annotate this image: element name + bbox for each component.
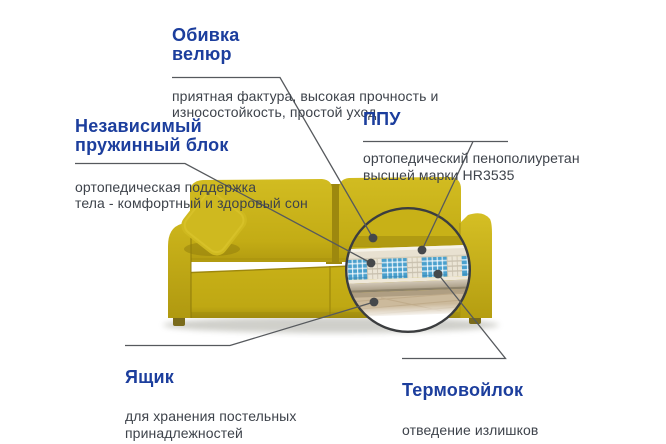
callout-felt: Термовойлок отведение излишков тепла и т…: [402, 363, 563, 444]
callout-dot-springs: [366, 258, 376, 268]
cutaway-circle: [345, 206, 472, 333]
callout-upholstery-title: Обивка велюр: [172, 25, 240, 65]
callout-line-drawer: [125, 301, 375, 347]
sofa-pillow: [181, 189, 247, 256]
callout-drawer-title: Ящик: [125, 367, 174, 387]
callout-line-upholstery: [172, 76, 374, 239]
callout-drawer: Ящик для хранения постельных принадлежно…: [125, 350, 296, 444]
callout-foam: ППУ ортопедический пенополиуретан высшей…: [363, 92, 580, 201]
callout-upholstery-description: приятная фактура, высокая прочность и из…: [172, 87, 439, 121]
callout-upholstery: Обивка велюр приятная фактура, высокая п…: [172, 8, 438, 139]
callout-springs-title: Независимый пружинный блок: [75, 116, 229, 156]
callout-line-foam: [363, 140, 508, 251]
callout-dot-upholstery: [368, 233, 378, 243]
callout-line-felt: [402, 273, 507, 360]
callout-felt-title: Термовойлок: [402, 380, 524, 400]
callout-springs: Независимый пружинный блок ортопедическа…: [75, 99, 308, 230]
callout-dot-felt: [433, 269, 443, 279]
callout-springs-description: ортопедическая поддержка тела - комфортн…: [75, 178, 308, 212]
callout-dots: [366, 233, 443, 307]
sofa-ground-shadow: [163, 317, 499, 333]
sofa-arms: [168, 213, 492, 318]
callout-foam-description: ортопедический пенополиуретан высшей мар…: [363, 150, 580, 183]
callout-foam-title: ППУ: [363, 109, 401, 129]
callout-dot-drawer: [369, 297, 379, 307]
mattress-layers: [346, 244, 470, 332]
callout-dot-foam: [417, 245, 427, 255]
callout-lines: [75, 76, 508, 360]
callout-line-springs: [75, 162, 372, 264]
callout-felt-description: отведение излишков тепла и терморегуляци…: [402, 422, 563, 444]
callout-drawer-description: для хранения постельных принадлежностей: [125, 408, 297, 441]
